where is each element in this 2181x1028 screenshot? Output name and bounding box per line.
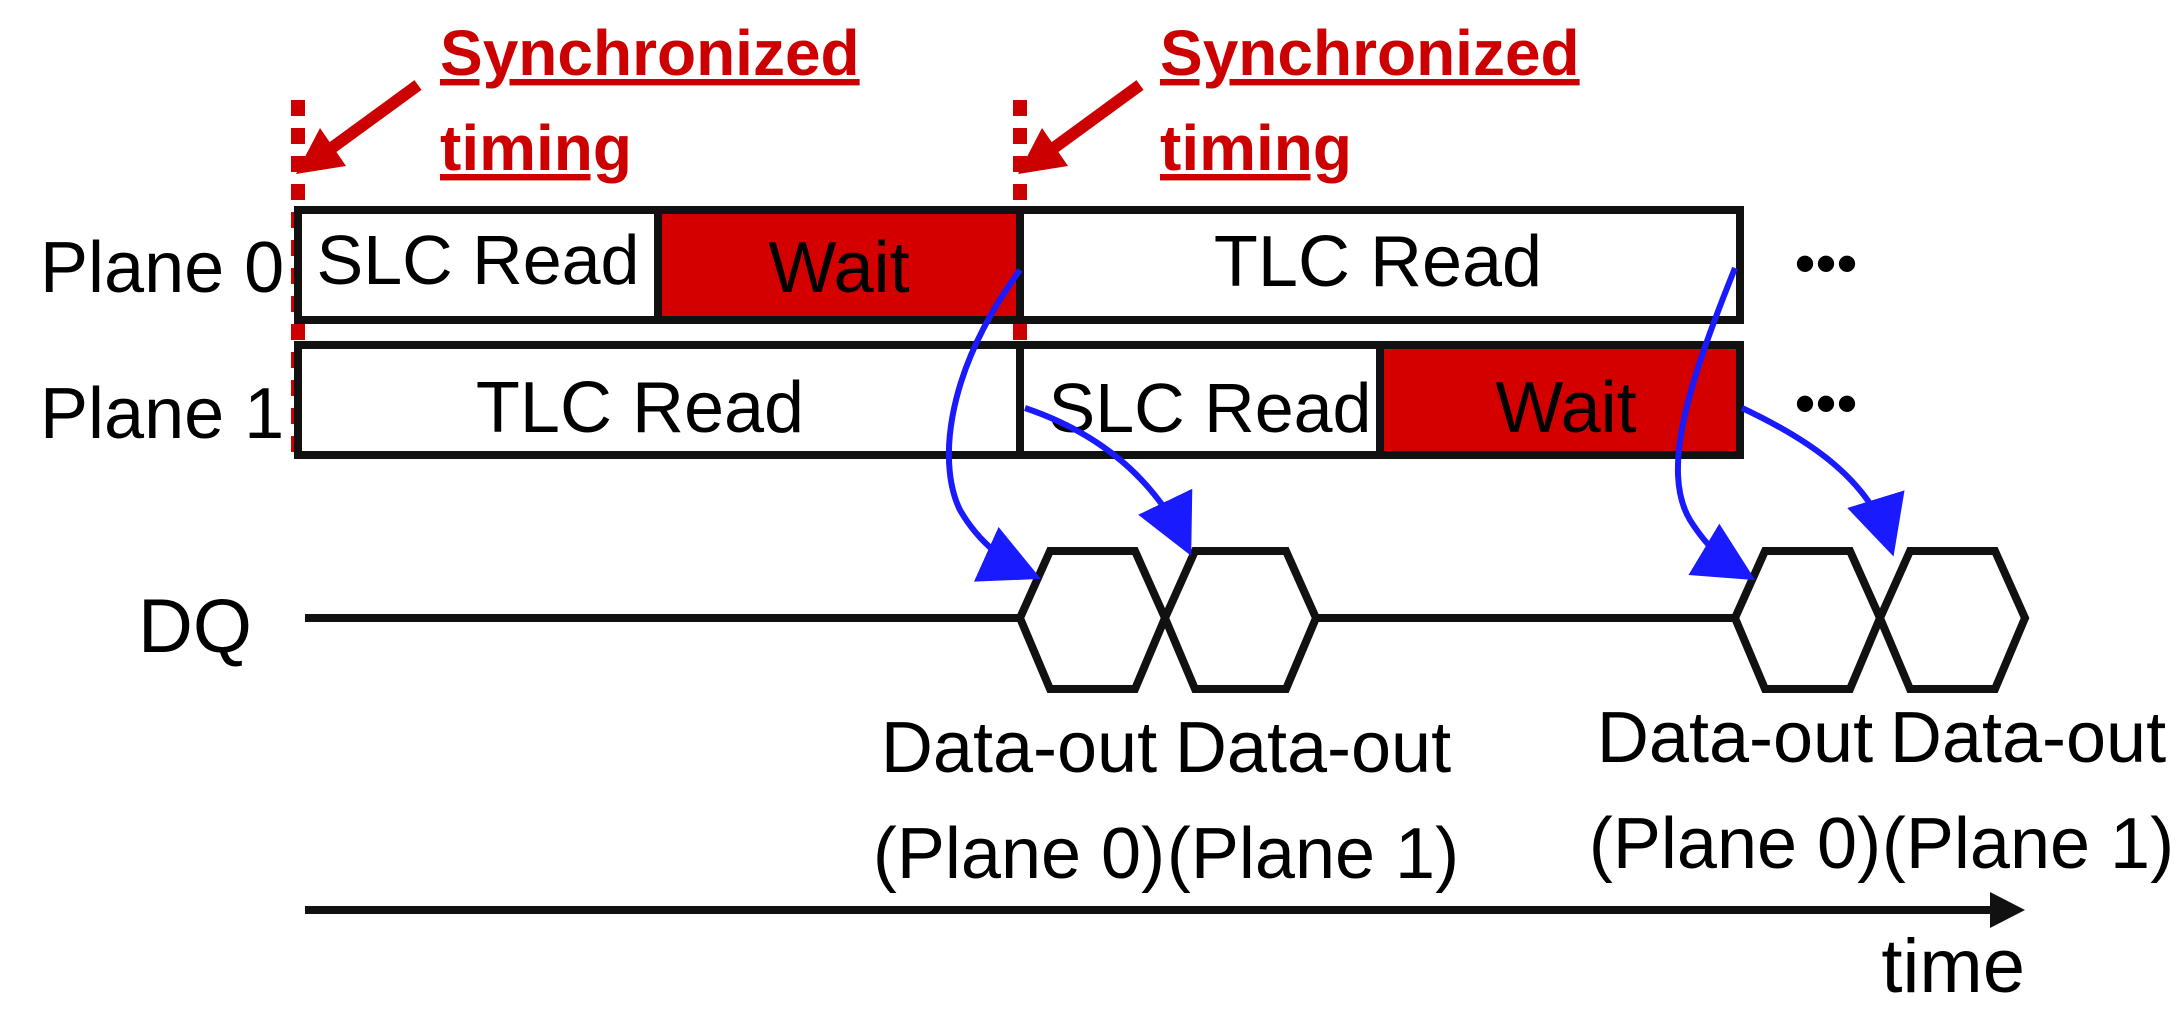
plane1-wait-block [1376,341,1744,459]
data-out-labels: Data-out (Plane 0) Data-out (Plane 1) Da… [873,698,2174,894]
time-axis: time [305,892,2025,1009]
plane0-ellipsis: ••• [1794,230,1857,297]
plane1-tlc-read-label: TLC Read [476,368,804,448]
plane0-tlc-read-block [1016,206,1744,324]
data-out-hexagon-2 [1160,547,1321,693]
data-transfer-arrows [945,266,1905,582]
data-out-1-line1: Data-out [881,708,1157,788]
plane0-wait-label: Wait [768,228,909,308]
plane1-row: TLC Read SLC Read Wait ••• [294,341,1858,459]
data-out-4-line1: Data-out [1890,698,2166,778]
sync-2-text-line1: Synchronized [1160,17,1580,89]
arrow-plane1-to-dataout-4 [1740,405,1905,557]
sync-1-text-line1: Synchronized [440,17,860,89]
data-out-2-line1: Data-out [1175,708,1451,788]
sync-1-arrow-shaft [314,80,422,163]
plane0-wait-block [654,206,1024,324]
data-out-3-line1: Data-out [1597,698,1873,778]
data-out-hexagon-3 [1730,547,1885,693]
time-axis-arrowhead [1990,892,2025,928]
sync-2-arrowhead [1018,128,1068,174]
sync-1-arrowhead [296,128,346,174]
plane1-label: Plane 1 [40,374,284,454]
data-out-3-line2: (Plane 0) [1589,804,1881,884]
plane1-wait-label: Wait [1495,368,1636,448]
plane0-row: SLC Read Wait TLC Read ••• [294,206,1858,324]
data-out-1-line2: (Plane 0) [873,814,1165,894]
plane1-slc-read-label: SLC Read [1049,369,1372,447]
plane0-slc-read-label: SLC Read [317,221,640,299]
time-label: time [1881,924,2025,1009]
arrow-plane1-to-dataout-2 [1024,405,1193,556]
dq-label: DQ [138,584,252,669]
plane1-tlc-read-block [294,341,1024,459]
data-out-hexagon-4 [1875,547,2030,693]
dq-bus [305,547,2030,693]
arrow-plane0-to-dataout-3 [1674,266,1756,581]
arrow-plane0-to-dataout-1 [945,268,1041,582]
data-out-2-line2: (Plane 1) [1167,814,1459,894]
plane1-ellipsis: ••• [1794,370,1857,437]
plane0-label: Plane 0 [40,228,284,308]
sync-2-text-line2: timing [1160,112,1352,184]
data-out-hexagon-1 [1015,547,1170,693]
data-out-4-line2: (Plane 1) [1882,804,2174,884]
sync-1-text-line2: timing [440,112,632,184]
sync-2-arrow-shaft [1036,80,1144,163]
plane0-tlc-read-label: TLC Read [1214,222,1542,302]
